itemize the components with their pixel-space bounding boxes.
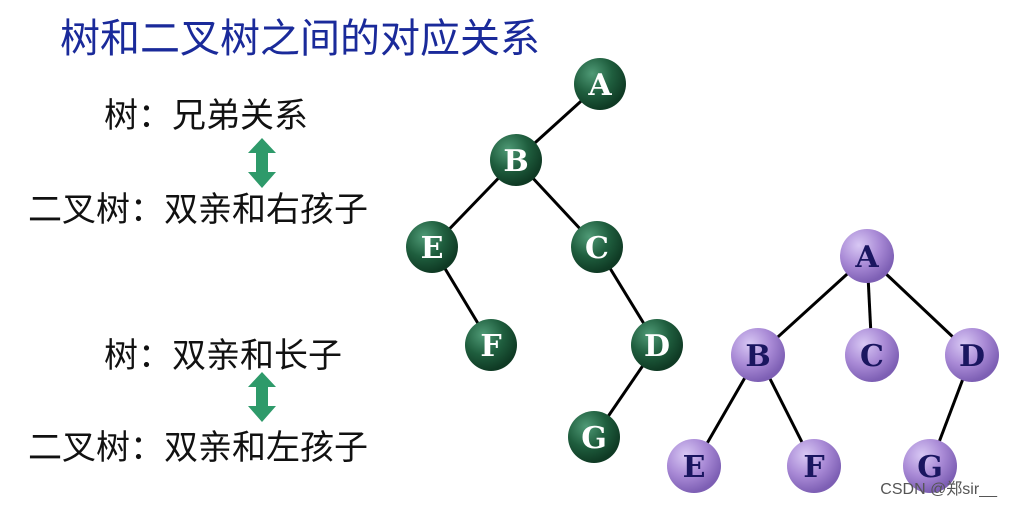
tree-nodes: A B C D E F G: [667, 229, 999, 493]
tree-node-b: B: [731, 328, 785, 382]
node-label: F: [480, 329, 501, 364]
binary-tree-nodes: A B E C F D G: [406, 58, 683, 463]
tree-node-e: E: [667, 439, 721, 493]
node-label: G: [581, 421, 607, 456]
node-label: G: [917, 450, 943, 485]
binary-tree-edges: [430, 82, 659, 438]
node-label: A: [587, 68, 612, 103]
binary-node-e: E: [406, 221, 458, 273]
node-label: C: [585, 231, 609, 266]
node-label: D: [644, 329, 670, 364]
binary-node-b: B: [490, 134, 542, 186]
label-binary-parent-right-child: 二叉树：双亲和右孩子: [28, 190, 368, 230]
node-label: E: [421, 231, 444, 266]
tree-node-f: F: [787, 439, 841, 493]
label-tree-parent-eldest-child: 树：双亲和长子: [104, 336, 342, 376]
double-arrow-icon: [248, 138, 276, 188]
node-label: B: [503, 144, 528, 179]
label-tree-siblings: 树：兄弟关系: [104, 96, 308, 136]
tree-node-c: C: [845, 328, 899, 382]
node-label: D: [959, 339, 985, 374]
binary-node-a: A: [574, 58, 626, 110]
node-label: E: [683, 450, 706, 485]
node-label: A: [854, 240, 879, 275]
page-title: 树和二叉树之间的对应关系: [60, 16, 540, 62]
node-label: B: [745, 339, 770, 374]
node-label: C: [860, 339, 884, 374]
tree-node-a: A: [840, 229, 894, 283]
double-arrow-icon: [248, 372, 276, 422]
binary-node-g: G: [568, 411, 620, 463]
binary-node-d: D: [631, 319, 683, 371]
label-binary-parent-left-child: 二叉树：双亲和左孩子: [28, 428, 368, 468]
binary-node-f: F: [465, 319, 517, 371]
tree-node-d: D: [945, 328, 999, 382]
binary-node-c: C: [571, 221, 623, 273]
watermark: CSDN @郑sir__: [880, 481, 997, 498]
node-label: F: [803, 450, 824, 485]
tree-node-g: G: [903, 439, 957, 493]
